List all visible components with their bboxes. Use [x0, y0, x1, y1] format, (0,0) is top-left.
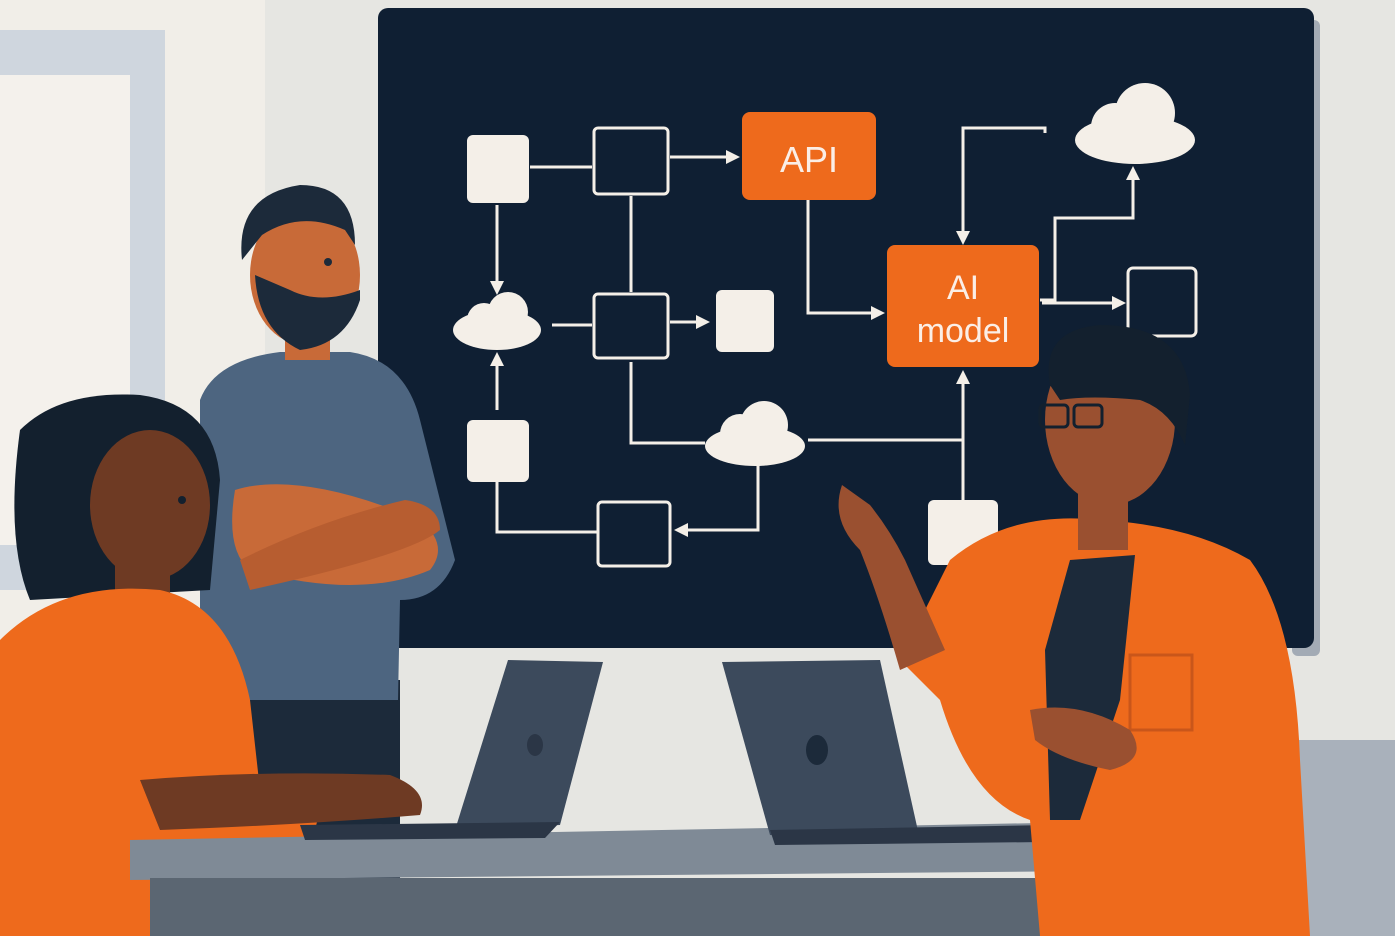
diagram-nodes-outline — [592, 126, 1198, 568]
api-node: API — [742, 112, 876, 200]
laptop-left — [300, 660, 603, 840]
ai-model-label-line2: model — [917, 312, 1010, 350]
cloud-icon — [1075, 83, 1195, 164]
diagram-connectors — [495, 126, 1135, 534]
cloud-icon — [453, 292, 541, 350]
pointing-man — [838, 325, 1310, 936]
ai-model-label-line1: AI — [947, 269, 979, 307]
diagram-arrowheads — [490, 150, 1140, 537]
ai-model-node: AI model — [887, 245, 1039, 367]
laptop-right — [722, 660, 1050, 845]
diagram-nodes-filled — [467, 135, 998, 565]
api-label: API — [780, 139, 838, 180]
cloud-icon — [705, 401, 805, 466]
